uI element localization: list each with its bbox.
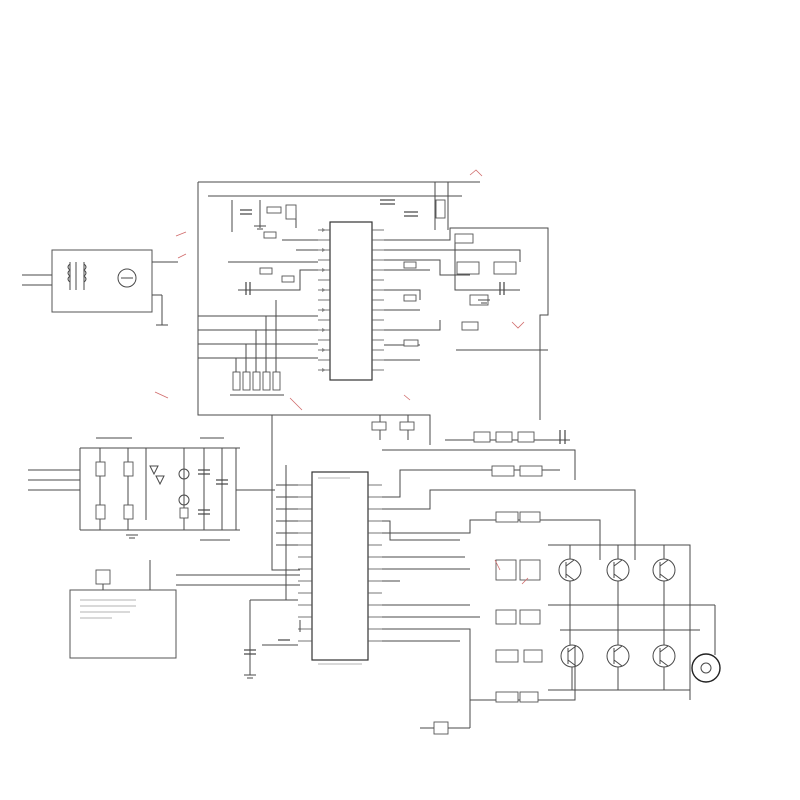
upper-ic-right-network [384, 227, 549, 420]
transistor-upper-row [558, 558, 676, 582]
upper-dip-ic [318, 221, 384, 381]
mcu-right-pins [368, 484, 382, 642]
upper-ic-left-network [198, 231, 318, 396]
transistor-lower-row [560, 644, 676, 668]
transformer-box [22, 231, 187, 326]
power-rectifier-section [28, 391, 303, 541]
mcu-left-pins [298, 484, 312, 642]
upper-ic-right-pins [372, 229, 384, 371]
driver-stages [382, 465, 721, 735]
resistor-array [230, 300, 284, 396]
main-controller-ic [244, 465, 382, 675]
ground-symbols [126, 225, 490, 679]
middle-bus [272, 414, 576, 480]
motor-symbol [691, 605, 721, 683]
upper-control-section [197, 169, 483, 571]
display-module-box [69, 560, 300, 659]
